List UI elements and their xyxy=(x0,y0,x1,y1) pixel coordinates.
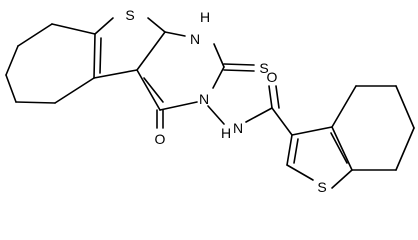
pyrimidine-ring xyxy=(136,31,225,111)
atom-label-o-amide: O xyxy=(267,69,278,85)
molecule-diagram: S H N S N O H N O S xyxy=(5,7,415,195)
thione-bond xyxy=(223,63,255,72)
atom-label-s-bottom: S xyxy=(317,179,326,195)
atom-label-n-amide-ring: N xyxy=(199,91,209,107)
atom-label-h-ring: H xyxy=(200,9,210,25)
atom-label-n-ring: N xyxy=(190,31,200,47)
cyclohexene-ring xyxy=(331,85,415,171)
atom-label-h-amide: H xyxy=(221,125,231,141)
atom-label-n-amide: N xyxy=(233,120,243,136)
thiophene-ring-bottom xyxy=(286,126,353,189)
ketone-bond xyxy=(156,109,164,129)
atom-label-o-ketone: O xyxy=(155,131,166,147)
thiophene-ring-fused xyxy=(93,17,166,79)
atom-label-s-thione: S xyxy=(259,60,268,76)
amide-linkage xyxy=(207,85,293,136)
atom-label-s-top: S xyxy=(125,7,134,23)
cycloheptane-ring xyxy=(5,23,96,104)
